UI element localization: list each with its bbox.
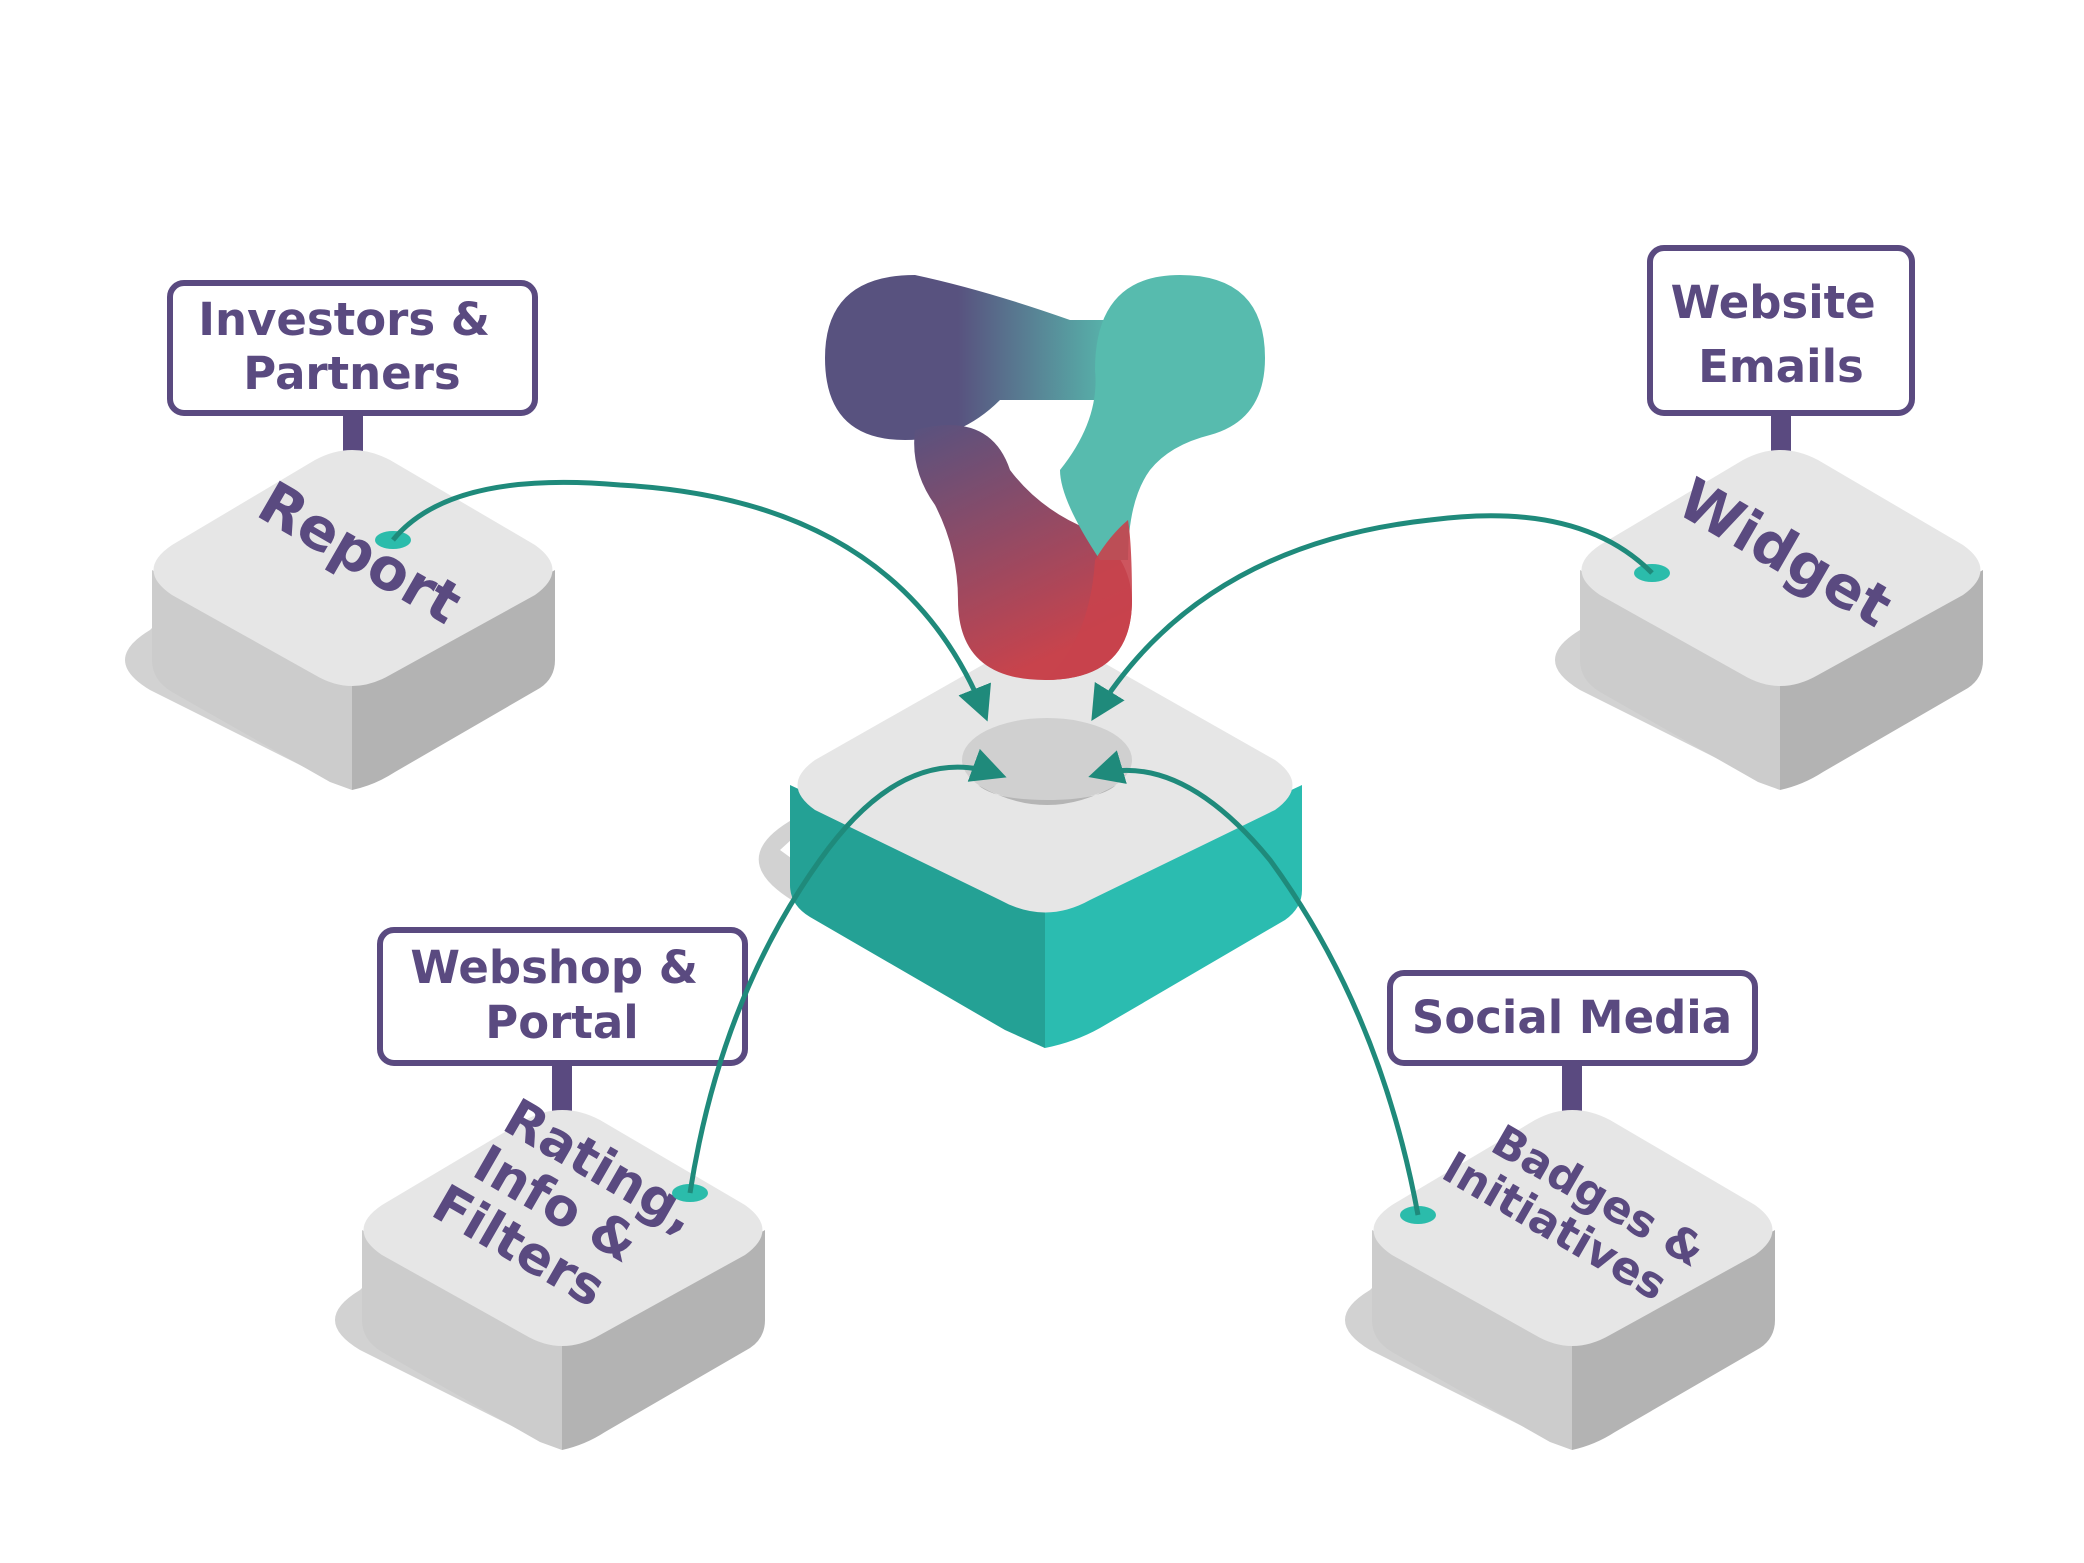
svg-text:Webshop & Portal: Webshop & Portal (410, 941, 713, 1049)
svg-text:Social Media: Social Media (1412, 991, 1732, 1044)
sign-label-line: Emails (1698, 340, 1864, 393)
connector-badges-to-hub (1088, 750, 1421, 1216)
sign-post (1562, 1060, 1582, 1115)
sign-label-line: Portal (485, 996, 638, 1049)
node-rating: Webshop & Portal Rating, Info & Filters (335, 927, 765, 1450)
tri-node-logo-icon (825, 275, 1265, 680)
node-badges: Social Media Badges & Initiatives (1345, 970, 1775, 1450)
sign-label-line: Investors & (198, 293, 490, 346)
sign-post (552, 1060, 572, 1115)
node-widget: Website Emails Widget (1555, 245, 1983, 790)
sign-investors-partners (167, 280, 538, 416)
sign-website-emails (1647, 245, 1915, 416)
hub-socket (962, 718, 1132, 802)
sign-label-line: Webshop & (410, 941, 698, 994)
hub-platform (758, 643, 1302, 1048)
sign-label-line: Social Media (1412, 991, 1732, 1044)
sign-social-media (1387, 970, 1758, 1066)
svg-text:Investors & Partners: Investors & Partners (198, 293, 505, 400)
node-report: Investors & Partners Report (125, 280, 555, 790)
connector-rating-to-hub (687, 748, 1007, 1194)
svg-text:Website Emails: Website Emails (1671, 276, 1892, 393)
connectors (391, 479, 1654, 1216)
connector-widget-to-hub (1091, 513, 1654, 721)
connector-report-to-hub (391, 479, 991, 722)
sign-label-line: Website (1671, 276, 1876, 329)
sign-label-line: Partners (243, 347, 460, 400)
